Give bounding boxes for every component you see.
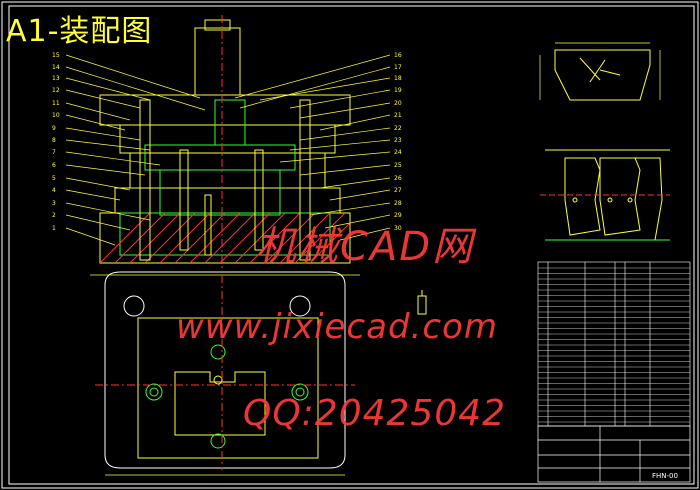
callout-right: 16 — [394, 52, 402, 59]
callout-left: 14 — [52, 64, 60, 71]
callout-right: 20 — [394, 100, 402, 107]
callout-right: 19 — [394, 87, 402, 94]
callout-left: 11 — [52, 100, 60, 107]
watermark-url: www.jixiecad.com — [176, 307, 498, 347]
section-mark — [417, 290, 427, 315]
watermark-qq: QQ:20425042 — [243, 393, 507, 434]
callout-left: 9 — [52, 125, 56, 132]
callout-numbers: 15 14 13 12 11 10 9 8 7 6 5 4 3 2 1 16 1… — [52, 52, 402, 232]
right-leaders — [234, 54, 391, 241]
callout-right: 25 — [394, 162, 402, 169]
callout-left: 4 — [52, 187, 56, 194]
callout-right: 28 — [394, 200, 402, 207]
callout-right: 26 — [394, 175, 402, 182]
strip-layout — [540, 149, 670, 241]
callout-right: 22 — [394, 125, 402, 132]
callout-right: 27 — [394, 187, 402, 194]
callout-left: 10 — [52, 112, 60, 119]
drawing-title: A1-装配图 — [6, 14, 153, 49]
callout-left: 1 — [52, 225, 56, 232]
callout-right: 17 — [394, 64, 402, 71]
callout-right: 18 — [394, 75, 402, 82]
left-leaders — [65, 54, 206, 246]
callout-left: 5 — [52, 175, 56, 182]
bom-rows — [538, 267, 690, 423]
callout-left: 15 — [52, 52, 60, 59]
callout-left: 12 — [52, 87, 60, 94]
callout-right: 21 — [394, 112, 402, 119]
callout-left: 2 — [52, 212, 56, 219]
callout-left: 13 — [52, 75, 60, 82]
callout-right: 29 — [394, 212, 402, 219]
callout-left: 8 — [52, 137, 56, 144]
callout-left: 7 — [52, 149, 56, 156]
title-block — [537, 425, 691, 483]
bom-table — [537, 261, 691, 427]
callout-left: 3 — [52, 200, 56, 207]
callout-right: 24 — [394, 149, 402, 156]
front-section-view — [90, 15, 360, 276]
drawing-code: FHN-00 — [652, 472, 678, 480]
callout-right: 30 — [394, 225, 402, 232]
callout-left: 6 — [52, 162, 56, 169]
callout-right: 23 — [394, 137, 402, 144]
watermark-site-name: 机械CAD网 — [256, 224, 475, 270]
workpiece-detail — [539, 42, 661, 101]
plan-view — [95, 271, 355, 476]
inner-frame — [8, 5, 695, 485]
